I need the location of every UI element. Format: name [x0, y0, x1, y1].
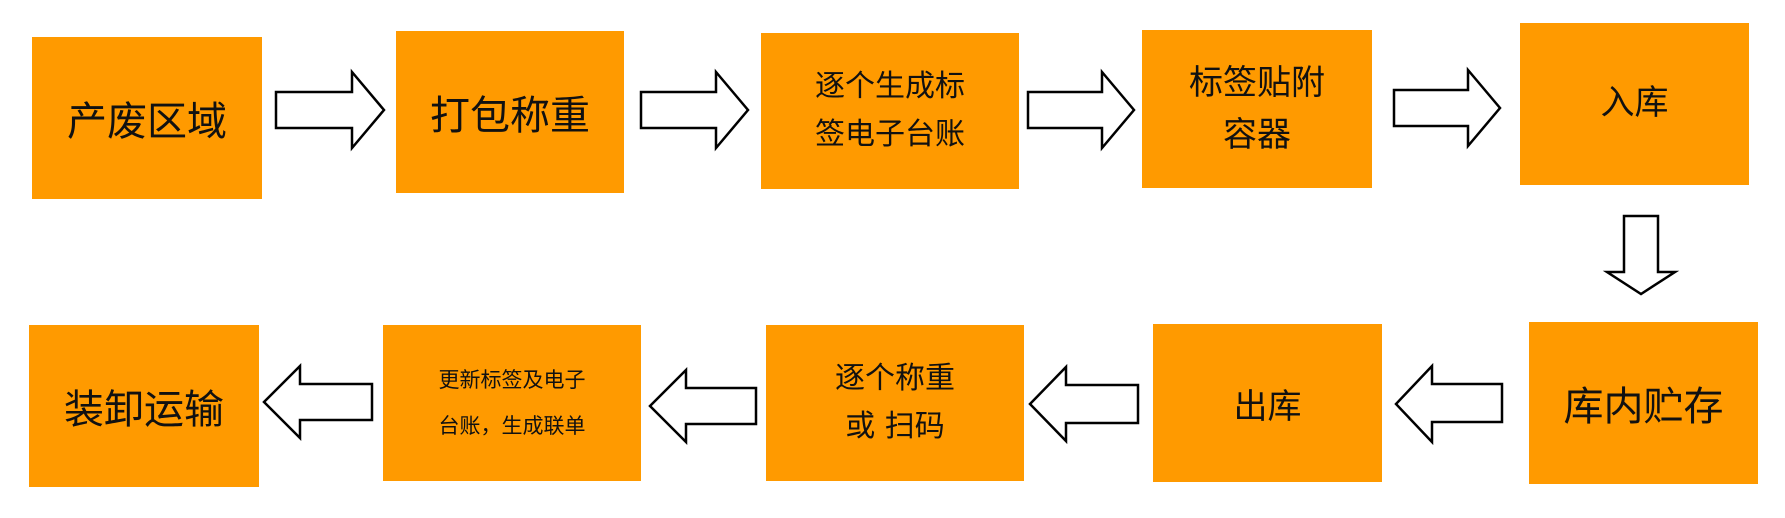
step-waste-generation-area: 产废区域 [32, 37, 262, 199]
step-pack-and-weigh: 打包称重 [396, 31, 624, 193]
step-label: 打包称重 [430, 93, 590, 139]
arrow-down [1602, 214, 1680, 296]
step-warehouse-in: 入库 [1520, 23, 1749, 185]
arrow-left-1 [1394, 362, 1504, 446]
step-attach-labels: 标签贴附 容器 [1142, 30, 1372, 188]
step-label: 装卸运输 [64, 387, 224, 433]
step-label-line2: 签电子台账 [815, 117, 965, 152]
step-label-line2: 台账，生成联单 [438, 414, 586, 438]
arrow-right-3 [1026, 68, 1136, 152]
step-label: 产废区域 [67, 99, 227, 145]
step-generate-labels-ledger: 逐个生成标 签电子台账 [761, 33, 1019, 189]
step-label: 入库 [1600, 82, 1669, 123]
arrow-left-3 [648, 366, 758, 446]
step-in-warehouse-storage: 库内贮存 [1529, 322, 1758, 484]
arrow-right-2 [639, 68, 750, 152]
step-label-line1: 更新标签及电子 [438, 368, 586, 392]
step-label: 出库 [1233, 386, 1302, 427]
step-label-line2: 或 扫码 [845, 409, 945, 444]
arrow-right-4 [1392, 66, 1502, 150]
arrow-left-2 [1028, 363, 1140, 445]
step-weigh-or-scan: 逐个称重 或 扫码 [766, 325, 1024, 481]
step-warehouse-out: 出库 [1153, 324, 1382, 482]
step-loading-transport: 装卸运输 [29, 325, 259, 487]
step-label-line1: 逐个称重 [835, 361, 955, 396]
arrow-left-4 [262, 362, 374, 442]
arrow-right-1 [274, 68, 386, 152]
step-update-labels-manifest: 更新标签及电子 台账，生成联单 [383, 325, 641, 481]
step-label-line1: 逐个生成标 [815, 69, 965, 104]
step-label-line1: 标签贴附 [1189, 63, 1325, 103]
step-label-line2: 容器 [1223, 115, 1291, 155]
step-label: 库内贮存 [1563, 384, 1724, 430]
